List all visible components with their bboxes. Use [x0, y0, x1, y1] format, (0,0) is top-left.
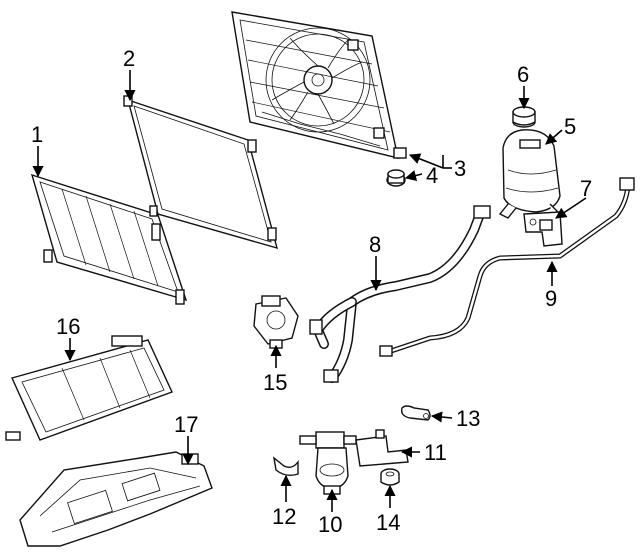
- callout-9: 9: [545, 286, 557, 311]
- part-10-pump: [299, 431, 357, 495]
- part-9-pipe: [379, 177, 635, 357]
- callout-13: 13: [456, 406, 480, 431]
- part-5-coolant-reservoir: [498, 129, 562, 219]
- part-4-grommet: [386, 169, 406, 187]
- callout-2: 2: [123, 46, 135, 71]
- part-3-fan-shroud: [231, 11, 407, 159]
- callout-16: 16: [56, 314, 80, 339]
- callout-labels: 1 2 3 4 5 6 7 8 9 10 11 12 13 14 15 16 1…: [31, 46, 592, 537]
- callout-12: 12: [272, 504, 296, 529]
- part-17-under-tray: [19, 451, 213, 547]
- leader-lines: [32, 70, 587, 512]
- callout-11: 11: [424, 440, 447, 465]
- part-12-clamp: [273, 456, 299, 477]
- callout-6: 6: [517, 62, 529, 87]
- part-15-valve: [253, 295, 299, 349]
- callout-5: 5: [564, 114, 576, 139]
- part-13-clamp: [400, 405, 431, 421]
- callout-3: 3: [454, 156, 466, 181]
- part-6-cap: [512, 106, 536, 128]
- part-16-active-shutter: [5, 335, 173, 441]
- callout-7: 7: [580, 176, 592, 201]
- part-7-bracket: [523, 211, 563, 247]
- part-1-condenser: [30, 173, 188, 305]
- callout-4: 4: [426, 163, 438, 188]
- part-8-hose: [309, 205, 491, 383]
- callout-15: 15: [263, 370, 287, 395]
- part-11-bracket: [355, 429, 409, 467]
- callout-17: 17: [174, 412, 198, 437]
- callout-8: 8: [369, 232, 381, 257]
- callout-14: 14: [376, 510, 400, 535]
- callout-10: 10: [318, 512, 342, 537]
- part-14-grommet: [380, 468, 400, 486]
- callout-1: 1: [31, 122, 43, 147]
